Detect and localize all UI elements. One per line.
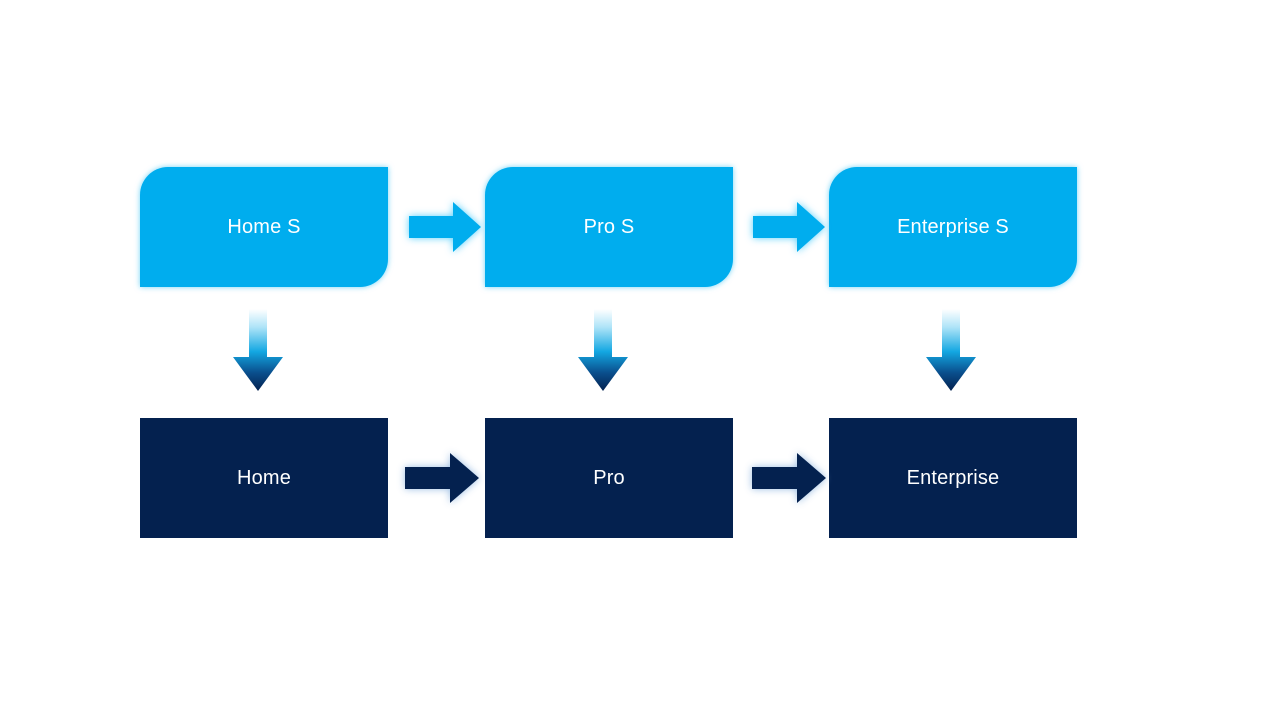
down-arrow-icon-pro <box>578 309 628 391</box>
node-label: Pro <box>593 467 625 489</box>
down-arrow-icon-enterprise <box>926 309 976 391</box>
down-arrow-icon-home <box>233 309 283 391</box>
node-home[interactable]: Home <box>140 418 388 538</box>
node-label: Home <box>237 467 291 489</box>
node-label: Home S <box>227 216 301 238</box>
node-enterprise[interactable]: Enterprise <box>829 418 1077 538</box>
node-label: Pro S <box>583 216 635 238</box>
right-arrow-icon-plan-2 <box>752 451 826 505</box>
node-pro-s[interactable]: Pro S <box>485 167 733 287</box>
node-enterprise-s[interactable]: Enterprise S <box>829 167 1077 287</box>
node-label: Enterprise S <box>897 216 1009 238</box>
node-home-s[interactable]: Home S <box>140 167 388 287</box>
node-label: Enterprise <box>906 467 1000 489</box>
node-pro[interactable]: Pro <box>485 418 733 538</box>
right-arrow-icon-service-1 <box>409 200 481 254</box>
right-arrow-icon-service-2 <box>753 200 825 254</box>
right-arrow-icon-plan-1 <box>405 451 479 505</box>
